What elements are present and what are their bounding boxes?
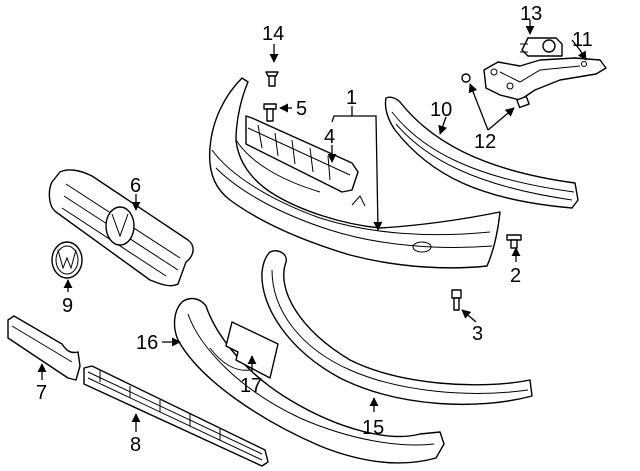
screw-5 bbox=[263, 103, 277, 122]
callout-16: 16 bbox=[136, 332, 158, 354]
screw-2 bbox=[506, 234, 522, 249]
leader-lines bbox=[37, 20, 587, 432]
screw-3 bbox=[451, 289, 462, 311]
callout-17: 17 bbox=[240, 375, 262, 397]
license-bracket bbox=[225, 321, 279, 379]
callout-3: 3 bbox=[472, 323, 483, 345]
energy-absorber bbox=[384, 96, 579, 209]
bumper-cover bbox=[208, 77, 501, 269]
screw-12b bbox=[516, 95, 530, 109]
callout-7: 7 bbox=[36, 382, 47, 404]
front-grille bbox=[48, 169, 194, 287]
callout-11: 11 bbox=[572, 29, 593, 51]
vw-emblem bbox=[51, 241, 83, 279]
callout-14: 14 bbox=[262, 23, 284, 45]
callout-4: 4 bbox=[324, 126, 335, 148]
callout-15: 15 bbox=[362, 417, 384, 439]
lower-grille bbox=[83, 365, 269, 467]
callout-2: 2 bbox=[510, 265, 521, 287]
callout-1: 1 bbox=[346, 87, 357, 109]
mounting-bracket bbox=[483, 57, 607, 101]
bumper-guide bbox=[520, 37, 563, 57]
side-molding bbox=[7, 315, 81, 381]
callout-labels: 1 2 3 4 5 6 7 8 9 10 11 12 13 14 15 16 1… bbox=[36, 3, 593, 456]
callout-6: 6 bbox=[130, 175, 141, 197]
screw-12a bbox=[461, 73, 471, 83]
callout-9: 9 bbox=[62, 295, 73, 317]
callout-12: 12 bbox=[474, 131, 496, 153]
callout-13: 13 bbox=[520, 3, 542, 25]
callout-5: 5 bbox=[296, 98, 307, 120]
lower-spoiler bbox=[261, 250, 533, 406]
grille-insert bbox=[245, 115, 359, 193]
callout-10: 10 bbox=[430, 99, 452, 121]
callout-8: 8 bbox=[130, 434, 141, 456]
lower-cover bbox=[173, 297, 445, 464]
screw-14 bbox=[265, 71, 279, 87]
